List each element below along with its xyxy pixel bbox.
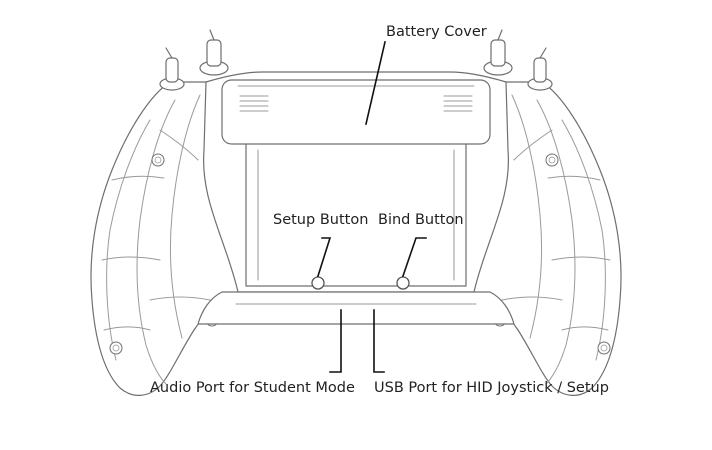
left-inner-switch (199, 29, 229, 76)
usb-port-leader (373, 309, 385, 373)
audio-port-label: Audio Port for Student Mode (150, 380, 355, 396)
setup-button-label: Setup Button (273, 212, 368, 228)
right-outer-switch (527, 47, 553, 91)
audio-port-leader (329, 309, 342, 373)
setup-button-leader (316, 237, 332, 278)
bind-button-leader (401, 237, 427, 278)
right-inner-switch (483, 29, 513, 76)
bind-button (396, 276, 410, 290)
battery-cover-leader (365, 41, 386, 125)
left-outer-switch (159, 47, 185, 91)
battery-cover (221, 79, 491, 145)
usb-port-label: USB Port for HID Joystick / Setup (374, 380, 609, 396)
bind-button-label: Bind Button (378, 212, 464, 228)
setup-button (311, 276, 325, 290)
battery-cover-label: Battery Cover (386, 24, 487, 40)
